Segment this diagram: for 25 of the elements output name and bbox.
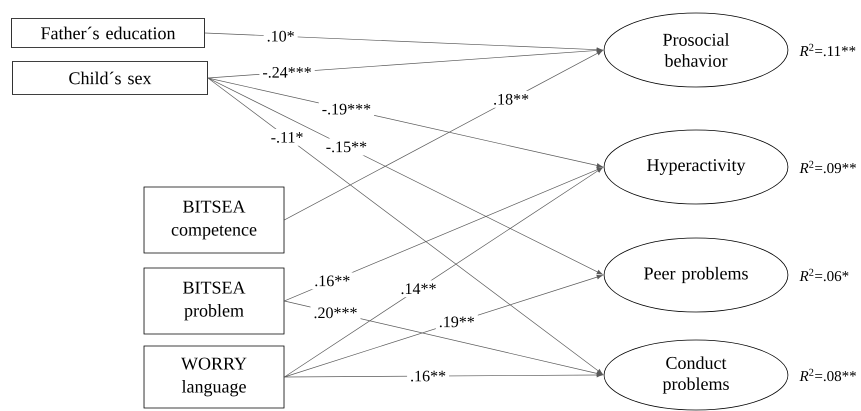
edge-label: .16** bbox=[407, 368, 450, 384]
edge-label: -.15** bbox=[322, 138, 370, 156]
edge-label: -.11* bbox=[268, 129, 306, 146]
arrow bbox=[284, 167, 603, 378]
predictor-box: Child´s sex bbox=[12, 61, 208, 95]
arrow bbox=[208, 78, 603, 275]
r-squared-label: R$^{2}$=.11** bbox=[799, 44, 856, 56]
arrow bbox=[284, 372, 603, 378]
predictor-box: BITSEA problem bbox=[144, 268, 284, 334]
edge-label: .14** bbox=[398, 280, 440, 298]
arrow bbox=[284, 50, 603, 220]
edge-label: -.24*** bbox=[259, 64, 315, 81]
r-squared-label: R$^{2}$=.08** bbox=[799, 368, 856, 382]
predictor-box: Father´s education bbox=[11, 18, 205, 48]
predictor-box: BITSEA competence bbox=[144, 186, 284, 254]
edge-label: .16** bbox=[311, 272, 354, 290]
edge-label: .18** bbox=[490, 90, 532, 108]
r-squared-label: R$^{2}$=.09** bbox=[799, 160, 856, 174]
edge-label: -.19*** bbox=[318, 100, 374, 118]
predictor-box: WORRY language bbox=[144, 346, 284, 408]
arrow bbox=[208, 78, 603, 374]
edge-label: .10* bbox=[264, 28, 298, 45]
r-squared-label: R$^{2}$=.06* bbox=[799, 268, 848, 282]
edge-label: .19** bbox=[436, 314, 478, 330]
edge-label: .20*** bbox=[310, 304, 360, 322]
